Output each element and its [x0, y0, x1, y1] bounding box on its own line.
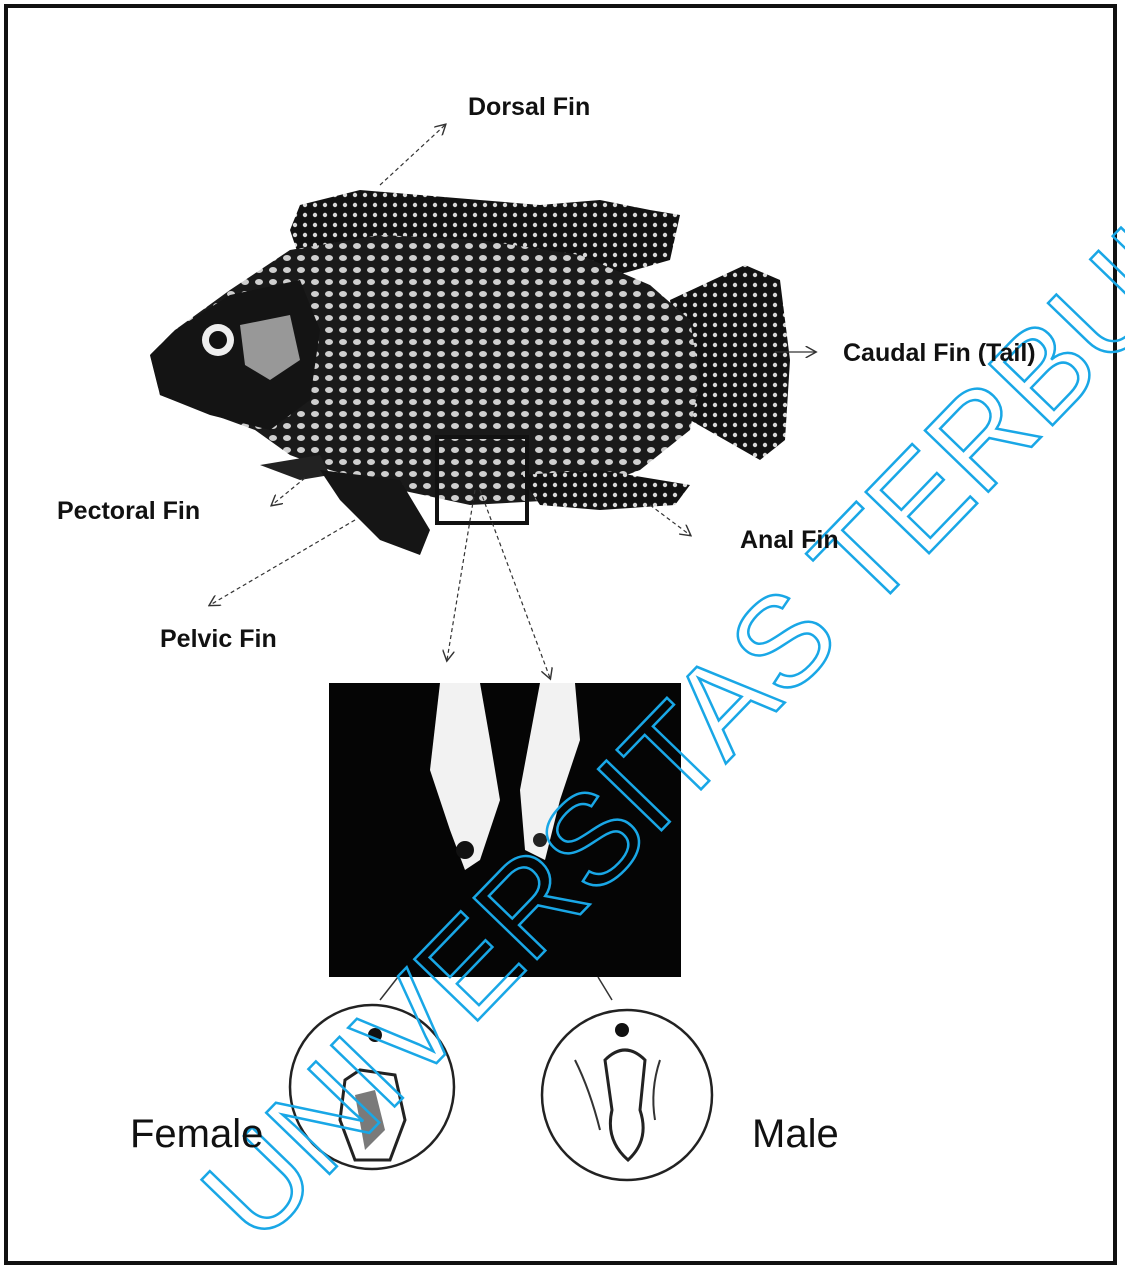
zoom-pointer-right: [480, 490, 550, 678]
male-detail-connector: [598, 977, 612, 1000]
tilapia-fish-illustration: [150, 190, 790, 555]
male-genital-papilla-circle: [542, 1010, 712, 1180]
anal-fin-label: Anal Fin: [740, 526, 839, 555]
female-label: Female: [130, 1112, 263, 1157]
dorsal-fin-label: Dorsal Fin: [468, 93, 590, 122]
caudal-fin-label: Caudal Fin (Tail): [843, 339, 1036, 368]
pelvic-fin-label: Pelvic Fin: [160, 625, 277, 654]
fish-pupil: [209, 331, 227, 349]
dorsal-fin-pointer: [380, 125, 445, 185]
anal-fin-pointer: [650, 505, 690, 535]
pelvic-fin-pointer: [210, 520, 355, 605]
pectoral-fin-shape: [260, 455, 330, 480]
male-label: Male: [752, 1112, 839, 1157]
pectoral-fin-pointer: [272, 478, 305, 505]
zoom-pointer-left: [447, 490, 475, 660]
pectoral-fin-label: Pectoral Fin: [57, 497, 200, 526]
anal-fin-shape: [520, 470, 690, 510]
